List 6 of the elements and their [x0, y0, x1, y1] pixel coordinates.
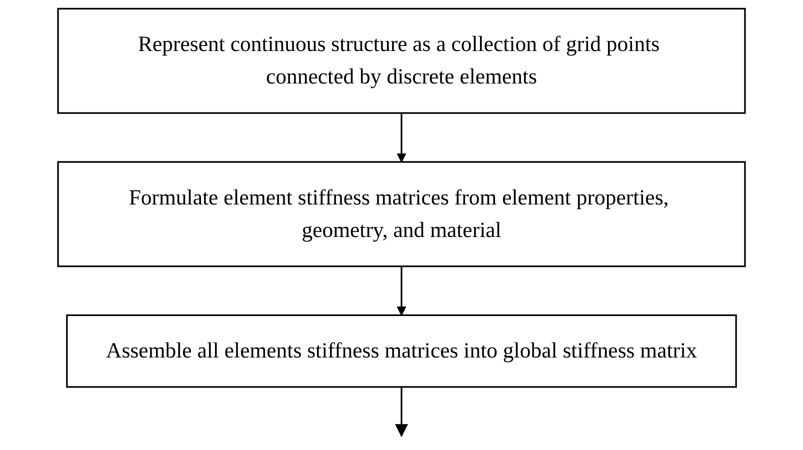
- node-box: Represent continuous structure as a collection of grid points connected by discrete elements: [57, 8, 746, 114]
- arrow: [396, 113, 406, 162]
- node-box: Formulate element stiffness matrices from element properties, geometry, and material: [57, 161, 746, 268]
- node-box: Assemble all elements stiffness matrices into global stiffness matrix: [66, 314, 737, 388]
- arrow: [396, 266, 406, 316]
- arrow: [394, 386, 408, 438]
